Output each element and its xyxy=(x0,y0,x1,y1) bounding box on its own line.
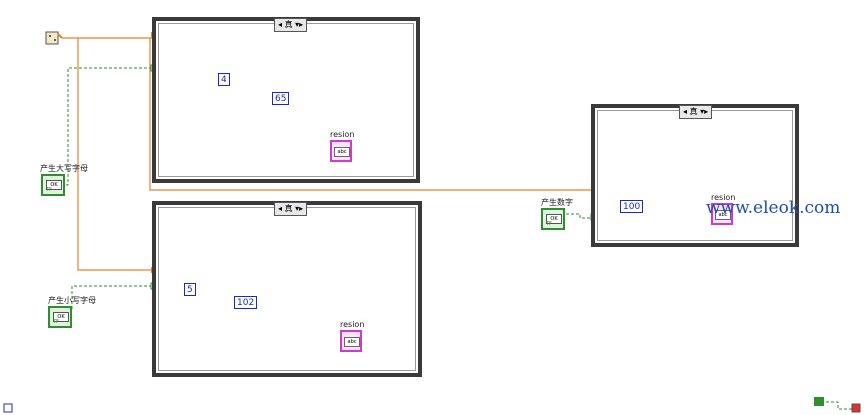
resion-indicator-digit[interactable]: abc xyxy=(711,203,733,225)
bool-control-label-digit: 产生数字 xyxy=(541,198,573,207)
numeric-constant-lower-offset[interactable]: 5 xyxy=(184,283,196,296)
case-selector-label: 真 xyxy=(284,204,293,213)
string-icon: abc xyxy=(334,147,350,157)
numeric-constant-upper-base[interactable]: 65 xyxy=(272,92,290,105)
string-icon: abc xyxy=(344,337,360,347)
case-selector-upper[interactable]: ◂ 真 ▾▸ xyxy=(274,18,308,32)
resion-indicator-label: resion xyxy=(711,193,736,202)
case-selector-label: 真 xyxy=(284,20,293,29)
watermark-text: www.eleok.com xyxy=(706,198,841,218)
numeric-constant-lower-base[interactable]: 102 xyxy=(234,296,258,309)
resion-indicator-upper[interactable]: abc xyxy=(330,140,352,162)
bool-control-label-upper: 产生大写字母 xyxy=(40,164,88,173)
numeric-constant-digit-range[interactable]: 100 xyxy=(620,200,644,213)
case-structure-lower[interactable]: ◂ 真 ▾▸ xyxy=(152,201,422,377)
bool-type-label: TF xyxy=(53,319,59,325)
case-selector-lower[interactable]: ◂ 真 ▾▸ xyxy=(274,202,308,216)
string-icon: abc xyxy=(715,210,731,220)
bool-type-label: TF xyxy=(546,221,552,227)
case-structure-digit[interactable]: ◂ 真 ▾▸ xyxy=(591,104,799,247)
ok-button-icon: OK xyxy=(546,214,562,224)
ok-button-icon: OK xyxy=(53,312,69,322)
resion-indicator-lower[interactable]: abc xyxy=(340,330,362,352)
case-selector-label: 真 xyxy=(689,107,698,116)
bool-control-label-lower: 产生小写字母 xyxy=(48,296,96,305)
bool-control-upper[interactable]: OK TF xyxy=(41,174,65,196)
random-number-icon xyxy=(45,31,63,45)
bool-control-lower[interactable]: OK TF xyxy=(48,306,72,328)
resion-indicator-label: resion xyxy=(330,130,355,139)
numeric-constant-upper-offset[interactable]: 4 xyxy=(218,73,230,86)
bool-type-label: TF xyxy=(46,187,52,193)
resion-indicator-label: resion xyxy=(340,320,365,329)
ok-button-icon: OK xyxy=(46,180,62,190)
bool-control-digit[interactable]: OK TF xyxy=(541,208,565,230)
case-selector-digit[interactable]: ◂ 真 ▾▸ xyxy=(679,105,713,119)
